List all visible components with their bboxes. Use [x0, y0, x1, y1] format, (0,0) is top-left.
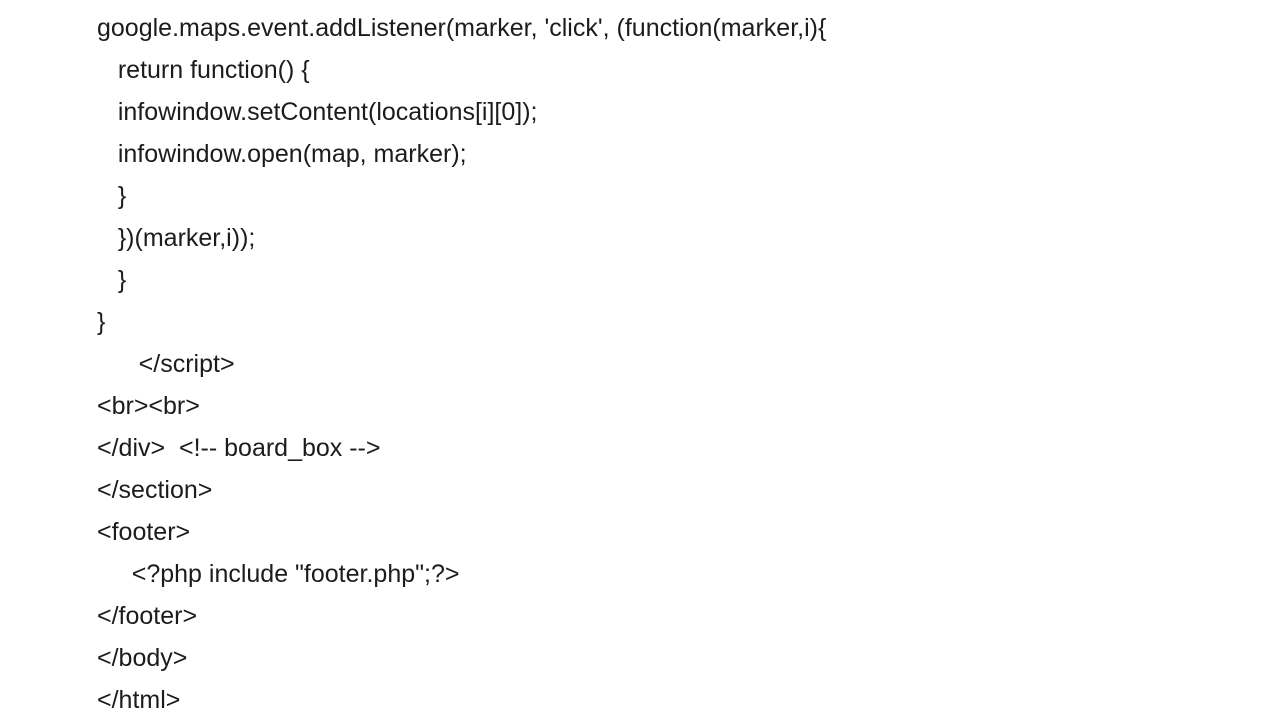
- code-line: </div> <!-- board_box -->: [97, 434, 381, 462]
- code-line: infowindow.open(map, marker);: [97, 140, 467, 168]
- code-line: </body>: [97, 644, 188, 672]
- code-block: google.maps.event.addListener(marker, 'c…: [97, 7, 1260, 720]
- code-line: <br><br>: [97, 392, 200, 420]
- code-line: }: [97, 308, 106, 336]
- code-line: </section>: [97, 476, 213, 504]
- code-line: </script>: [97, 350, 235, 378]
- code-line: <?php include "footer.php";?>: [97, 560, 460, 588]
- code-line: })(marker,i));: [97, 224, 256, 252]
- code-line: </html>: [97, 686, 181, 714]
- code-line: </footer>: [97, 602, 198, 630]
- code-line: return function() {: [97, 56, 310, 84]
- code-line: }: [97, 182, 127, 210]
- code-line: }: [97, 266, 127, 294]
- code-line: <footer>: [97, 518, 191, 546]
- code-line: google.maps.event.addListener(marker, 'c…: [97, 14, 827, 42]
- code-line: infowindow.setContent(locations[i][0]);: [97, 98, 538, 126]
